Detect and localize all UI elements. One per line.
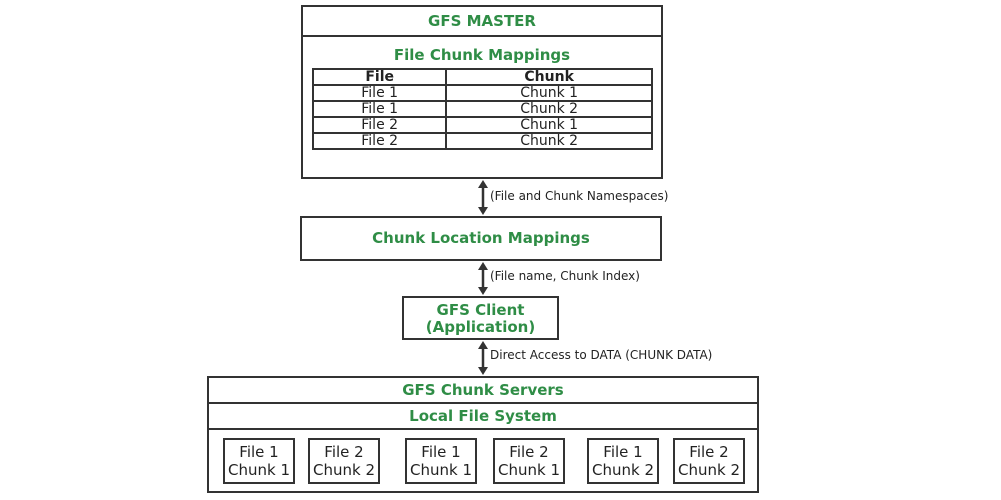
double-arrow-icon — [478, 180, 488, 215]
table-cell-chunk: Chunk 1 — [445, 84, 653, 102]
chunk-box: File 1 Chunk 1 — [405, 438, 477, 484]
table-cell-file: File 2 — [311, 116, 448, 134]
chunk-file-label: File 1 — [239, 443, 279, 461]
namespaces-edge-label: (File and Chunk Namespaces) — [490, 189, 669, 203]
gfs-chunk-servers-box: GFS Chunk Servers Local File System File… — [207, 376, 759, 493]
gfs-master-box: GFS MASTER File Chunk Mappings File Chun… — [301, 5, 663, 179]
chunk-location-mappings-title: Chunk Location Mappings — [372, 229, 590, 247]
chunk-file-label: File 1 — [603, 443, 643, 461]
gfs-client-subtitle: (Application) — [425, 318, 536, 336]
gfs-chunk-servers-title: GFS Chunk Servers — [209, 378, 757, 404]
chunk-index-label: Chunk 2 — [592, 461, 654, 479]
double-arrow-icon — [478, 262, 488, 295]
file-chunk-mappings-title: File Chunk Mappings — [393, 46, 571, 64]
file-column-header: File — [311, 68, 448, 86]
gfs-client-title: GFS Client — [436, 301, 525, 319]
table-row: File 1 Chunk 2 — [311, 100, 653, 118]
file-chunk-mapping-table: File Chunk File 1 Chunk 1 File 1 Chunk 2… — [311, 68, 653, 150]
chunk-box: File 2 Chunk 1 — [493, 438, 565, 484]
table-cell-chunk: Chunk 2 — [445, 100, 653, 118]
chunk-box: File 2 Chunk 2 — [308, 438, 380, 484]
chunk-file-label: File 2 — [509, 443, 549, 461]
chunk-file-label: File 2 — [689, 443, 729, 461]
gfs-master-title: GFS MASTER — [303, 7, 661, 37]
chunk-box: File 2 Chunk 2 — [673, 438, 745, 484]
table-cell-chunk: Chunk 1 — [445, 116, 653, 134]
chunk-index-label: Chunk 1 — [410, 461, 472, 479]
chunk-file-label: File 2 — [324, 443, 364, 461]
direct-access-edge-label: Direct Access to DATA (CHUNK DATA) — [490, 348, 713, 362]
file-name-chunk-index-edge-label: (File name, Chunk Index) — [490, 269, 640, 283]
chunk-column-header: Chunk — [445, 68, 653, 86]
table-cell-file: File 1 — [311, 84, 448, 102]
chunk-file-label: File 1 — [421, 443, 461, 461]
chunk-index-label: Chunk 2 — [678, 461, 740, 479]
local-file-system-title: Local File System — [209, 404, 757, 430]
chunk-index-label: Chunk 1 — [498, 461, 560, 479]
chunk-location-mappings-box: Chunk Location Mappings — [300, 216, 662, 261]
table-cell-chunk: Chunk 2 — [445, 132, 653, 150]
chunk-index-label: Chunk 2 — [313, 461, 375, 479]
double-arrow-icon — [478, 341, 488, 375]
chunk-box: File 1 Chunk 2 — [587, 438, 659, 484]
table-row: File 2 Chunk 1 — [311, 116, 653, 134]
chunk-box: File 1 Chunk 1 — [223, 438, 295, 484]
table-row: File 2 Chunk 2 — [311, 132, 653, 150]
table-cell-file: File 1 — [311, 100, 448, 118]
table-header-row: File Chunk — [311, 68, 653, 86]
chunk-index-label: Chunk 1 — [228, 461, 290, 479]
table-row: File 1 Chunk 1 — [311, 84, 653, 102]
gfs-client-box: GFS Client (Application) — [402, 296, 559, 340]
table-cell-file: File 2 — [311, 132, 448, 150]
